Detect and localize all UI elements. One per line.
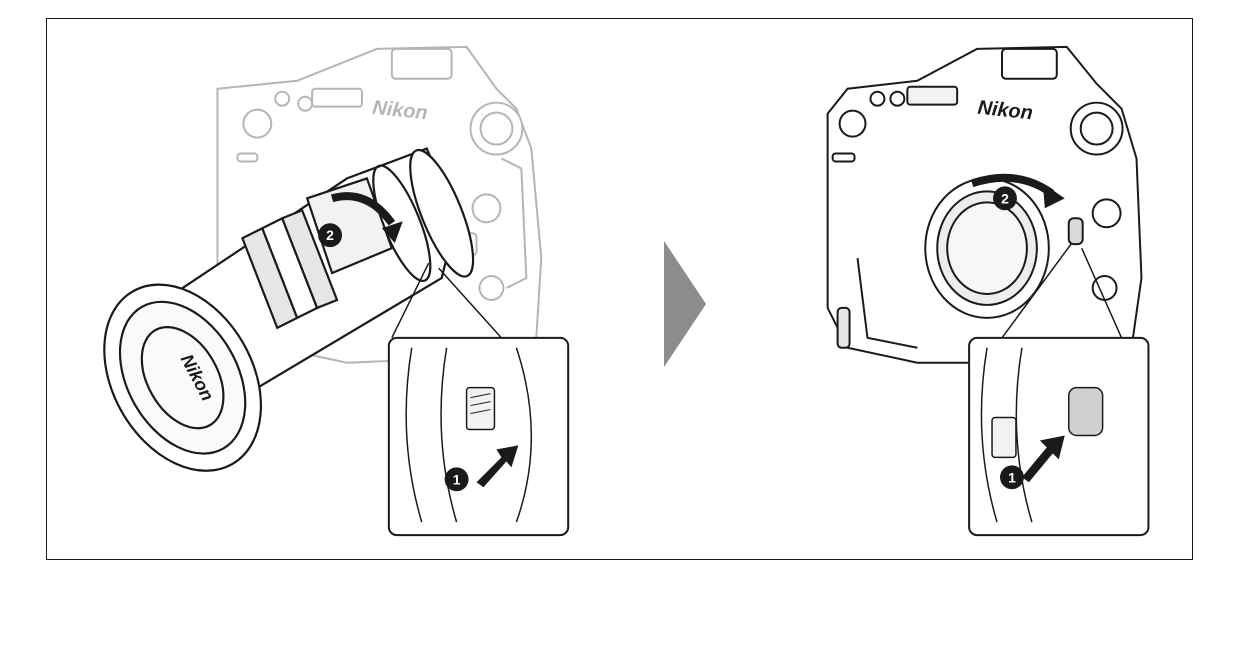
step-badge-label: 1 bbox=[453, 471, 461, 487]
lens-removed-illustration: Nikon 2 1 bbox=[807, 19, 1192, 559]
step-badge-label: 1 bbox=[1008, 469, 1016, 485]
inset-detail-release-button: 1 bbox=[969, 338, 1148, 535]
step-badge-label: 2 bbox=[326, 227, 334, 243]
inset-detail-release-button: 1 bbox=[389, 338, 568, 535]
step-badge-label: 2 bbox=[1001, 190, 1009, 206]
lens-attached-illustration: Nikon Nikon 2 bbox=[47, 19, 647, 559]
triangle-right-icon bbox=[664, 241, 706, 367]
illustration-frame: Nikon Nikon 2 bbox=[46, 18, 1193, 560]
